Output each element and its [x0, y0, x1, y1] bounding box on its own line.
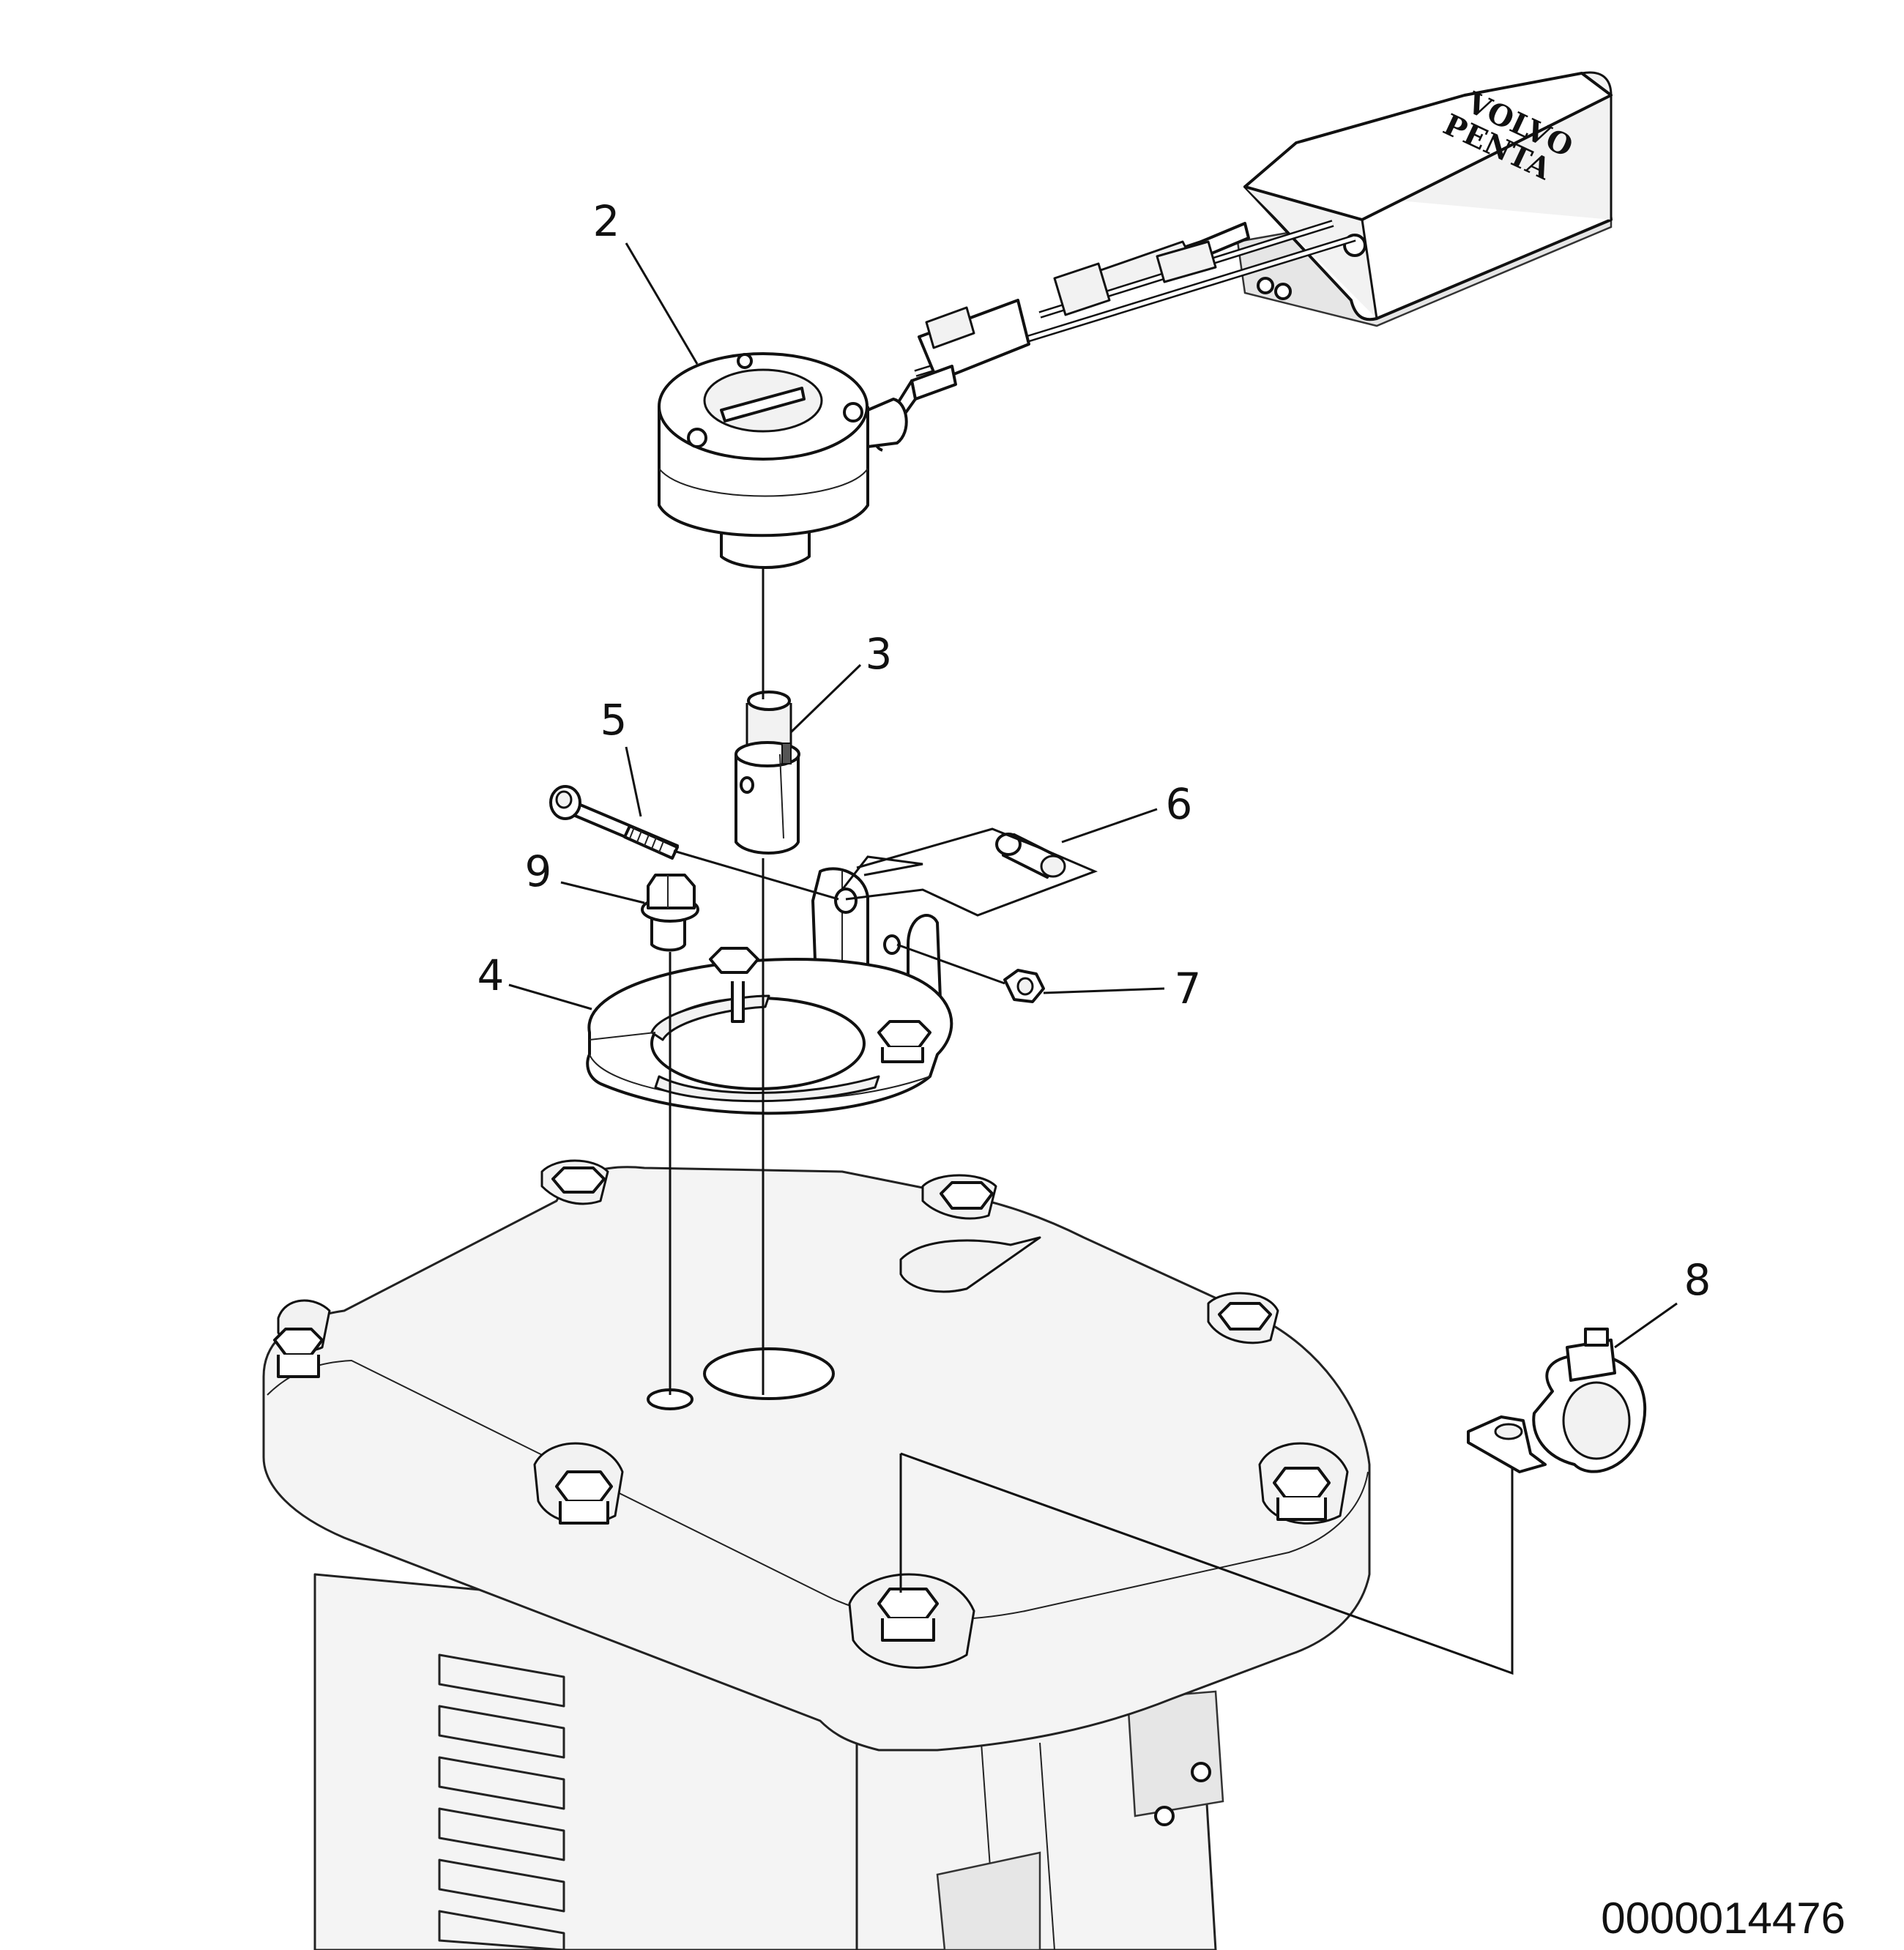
control-unit: VOLVO PENTA [1236, 71, 1613, 327]
callout-6: 6 [1166, 779, 1193, 829]
callout-9: 9 [525, 846, 552, 896]
callout-5: 5 [600, 695, 628, 745]
callout-labels: 2 3 4 5 6 7 8 9 [477, 196, 1711, 1305]
flange-bolt [641, 874, 699, 952]
sensor-unit [658, 352, 908, 569]
leader-lines [508, 242, 1678, 1675]
callout-7: 7 [1175, 964, 1202, 1013]
shaft-coupler [735, 691, 800, 855]
callout-2: 2 [593, 196, 620, 246]
cable-clamp [1467, 1328, 1647, 1473]
engine-housing [262, 1159, 1371, 1950]
mounting-ring-plate [586, 947, 953, 1115]
cable-harness [872, 220, 1356, 452]
document-id: 0000014476 [1601, 1894, 1845, 1943]
cap-screw [549, 785, 679, 860]
spacer-sleeve [995, 833, 1066, 879]
lock-nut [1003, 969, 1045, 1003]
callout-4: 4 [477, 950, 505, 1000]
callout-8: 8 [1684, 1255, 1711, 1305]
cooling-fins [438, 1653, 565, 1950]
callout-3: 3 [866, 629, 893, 679]
sensor-mount-hole [703, 1347, 835, 1400]
cover-bolts [273, 1159, 1349, 1669]
